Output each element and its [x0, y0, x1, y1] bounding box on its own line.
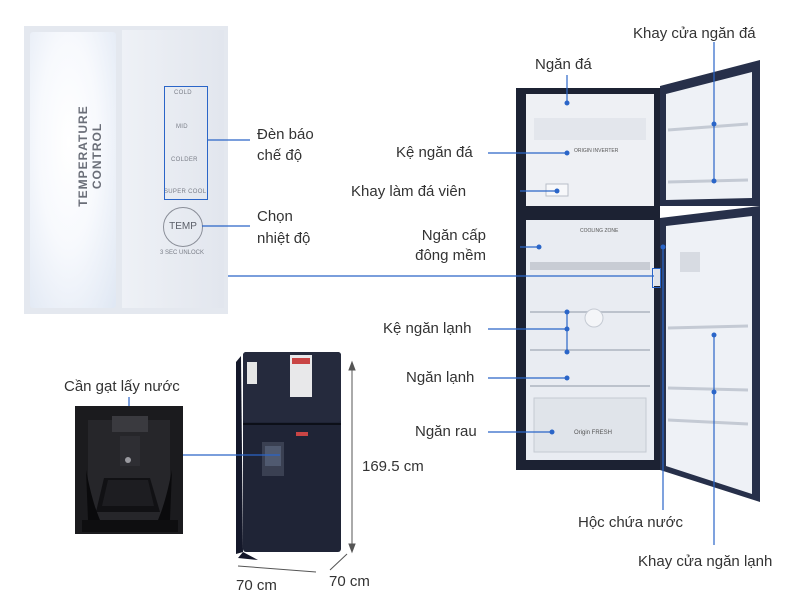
- mode-indicator-box: [164, 86, 208, 200]
- leader-dots: [536, 100, 717, 435]
- label-khay-lam-da-vien: Khay làm đá viên: [351, 183, 467, 200]
- label-ngan-lanh: Ngăn lạnh: [406, 369, 475, 386]
- cooling-zone-text: COOLING ZONE: [580, 228, 619, 234]
- unlock-text: 3 SEC UNLOCK: [160, 250, 205, 256]
- small-fridge-icon: [236, 352, 341, 560]
- mode-colder: COLDER: [171, 157, 198, 163]
- dimension-depth: 70 cm: [329, 573, 370, 590]
- leader-lines: [128, 42, 715, 545]
- label-ngan-rau: Ngăn rau: [415, 423, 477, 440]
- mode-mid: MID: [176, 124, 188, 130]
- label-chon-nhiet-do-1: Chọn: [257, 208, 293, 225]
- mode-cold: COLD: [174, 90, 192, 96]
- label-ke-ngan-da: Kệ ngăn đá: [396, 144, 473, 161]
- label-chon-nhiet-do-2: nhiệt độ: [257, 230, 311, 247]
- origin-fresh-text: Origin FRESH: [574, 430, 612, 436]
- label-ngan-cap-dong-mem-1: Ngăn cấp: [421, 227, 486, 244]
- label-den-bao-1: Đèn báo: [257, 126, 314, 143]
- temp-button: TEMP: [163, 207, 203, 247]
- dimension-lines: [237, 360, 356, 573]
- label-den-bao-2: chế độ: [257, 147, 303, 164]
- label-khay-cua-ngan-lanh: Khay cửa ngăn lạnh: [638, 553, 773, 570]
- label-ke-ngan-lanh: Kệ ngăn lạnh: [383, 320, 472, 337]
- label-hoc-chua-nuoc: Hộc chứa nước: [578, 514, 683, 531]
- label-can-gat-lay-nuoc: Cần gạt lấy nước: [64, 378, 180, 395]
- dimension-width: 70 cm: [236, 577, 277, 594]
- open-fridge-icon: [516, 60, 760, 502]
- origin-inverter-text: ORIGIN INVERTER: [574, 148, 619, 154]
- label-khay-cua-ngan-da: Khay cửa ngăn đá: [633, 25, 756, 42]
- dimension-height: 169.5 cm: [362, 458, 424, 475]
- dispenser-lever-icon: [82, 416, 178, 532]
- label-ngan-da: Ngăn đá: [535, 56, 592, 73]
- mode-super-cool: SUPER COOL: [164, 189, 207, 195]
- label-ngan-cap-dong-mem-2: đông mềm: [415, 247, 486, 264]
- indicator-light-glow: [30, 32, 116, 308]
- water-box-indicator: [652, 268, 661, 288]
